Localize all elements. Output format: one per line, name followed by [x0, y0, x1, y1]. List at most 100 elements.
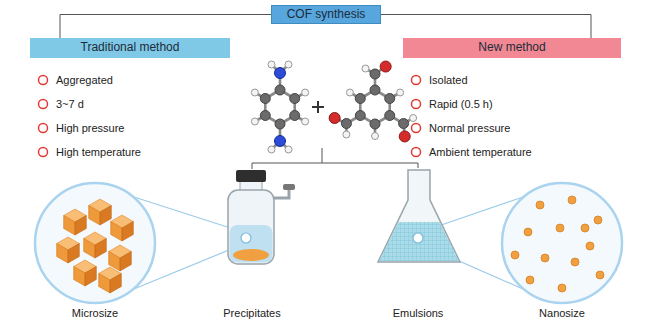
- atom: [251, 118, 258, 125]
- bullet-ring: [39, 148, 48, 157]
- atom: [285, 146, 292, 153]
- atom: [399, 131, 410, 142]
- flask-glass: [378, 170, 460, 262]
- nanoparticle: [594, 216, 602, 224]
- cube-face: [74, 267, 85, 287]
- cube-face: [99, 274, 110, 294]
- atom: [380, 61, 391, 72]
- feature-text: High temperature: [56, 146, 141, 158]
- bullet-ring: [39, 100, 48, 109]
- schlenk-tube: [228, 170, 295, 264]
- feature-text: High pressure: [56, 122, 124, 134]
- bullet-ring: [39, 76, 48, 85]
- nanoparticle: [511, 251, 519, 259]
- cube-face: [100, 206, 111, 226]
- cube-face: [111, 222, 122, 242]
- nanoparticle: [568, 196, 576, 204]
- atom: [372, 133, 379, 140]
- bullet-ring: [412, 76, 421, 85]
- tube-body: [228, 190, 274, 264]
- cube-face: [89, 206, 100, 226]
- precipitate: [233, 249, 269, 261]
- atom: [346, 89, 353, 96]
- cube-face: [57, 244, 68, 264]
- atom: [275, 136, 286, 147]
- valve: [283, 184, 295, 190]
- cof-aggregates: [57, 199, 134, 293]
- atom: [370, 69, 380, 79]
- product-label: Emulsions: [393, 307, 444, 319]
- nanoparticle: [586, 242, 594, 250]
- feature-text: Aggregated: [56, 74, 113, 86]
- size-label: Microsize: [72, 307, 118, 319]
- nanoparticle: [581, 224, 589, 232]
- atom: [268, 61, 275, 68]
- feature-text: Isolated: [429, 74, 468, 86]
- node-text: Traditional method: [81, 41, 180, 54]
- nanoparticle: [558, 284, 566, 292]
- bullet-ring: [412, 148, 421, 157]
- atom: [290, 94, 300, 104]
- cube-face: [110, 274, 121, 294]
- atom: [410, 115, 417, 122]
- atom: [370, 119, 380, 129]
- atom: [260, 111, 270, 121]
- bracket-line: [252, 148, 418, 169]
- atom: [370, 85, 380, 95]
- atom: [343, 131, 350, 138]
- atom: [399, 119, 409, 129]
- nanoparticle: [526, 276, 534, 284]
- atom: [275, 85, 285, 95]
- bullet-ring: [412, 100, 421, 109]
- atom: [275, 68, 286, 79]
- feature-text: Rapid (0.5 h): [429, 98, 493, 110]
- plus-sign: [312, 101, 324, 113]
- cube-face: [64, 216, 75, 236]
- feature-text: Normal pressure: [429, 122, 510, 134]
- atom: [275, 119, 285, 129]
- atom: [290, 111, 300, 121]
- nanoparticle: [596, 271, 604, 279]
- node-text: New method: [478, 41, 545, 54]
- molecules: [251, 61, 416, 153]
- title-box: COF synthesis: [271, 5, 381, 24]
- nanoparticle: [541, 254, 549, 262]
- size-label: Nanosize: [539, 307, 585, 319]
- nanoparticle: [556, 224, 564, 232]
- atom: [268, 146, 275, 153]
- atom: [285, 61, 292, 68]
- nanoparticle: [524, 228, 532, 236]
- connector: [60, 15, 271, 39]
- zoom-spot: [413, 233, 423, 243]
- atom: [397, 89, 404, 96]
- method-band: Traditional method: [30, 38, 230, 58]
- tube-cap: [236, 170, 266, 182]
- atom: [302, 118, 309, 125]
- connector: [381, 15, 591, 39]
- feature-text: 3~7 d: [56, 98, 84, 110]
- method-band: New method: [403, 38, 621, 58]
- atom: [341, 119, 351, 129]
- flask: [378, 170, 460, 262]
- cube-face: [85, 267, 96, 287]
- atom: [260, 94, 270, 104]
- solution: [230, 225, 273, 263]
- cube-face: [68, 244, 79, 264]
- atom: [355, 111, 365, 121]
- nanoparticle: [536, 201, 544, 209]
- bullet-ring: [39, 124, 48, 133]
- emulsion: [379, 222, 459, 261]
- zoom-circle: [502, 183, 622, 303]
- cube-face: [120, 252, 131, 272]
- feature-text: Ambient temperature: [429, 146, 532, 158]
- cof-nanoparticles: [511, 196, 604, 292]
- atom: [251, 89, 258, 96]
- atom: [302, 89, 309, 96]
- cube-face: [75, 216, 86, 236]
- cube-face: [95, 239, 106, 259]
- zoom-circle: [35, 183, 155, 303]
- atom: [385, 94, 395, 104]
- cube-face: [122, 222, 133, 242]
- atom: [362, 65, 369, 72]
